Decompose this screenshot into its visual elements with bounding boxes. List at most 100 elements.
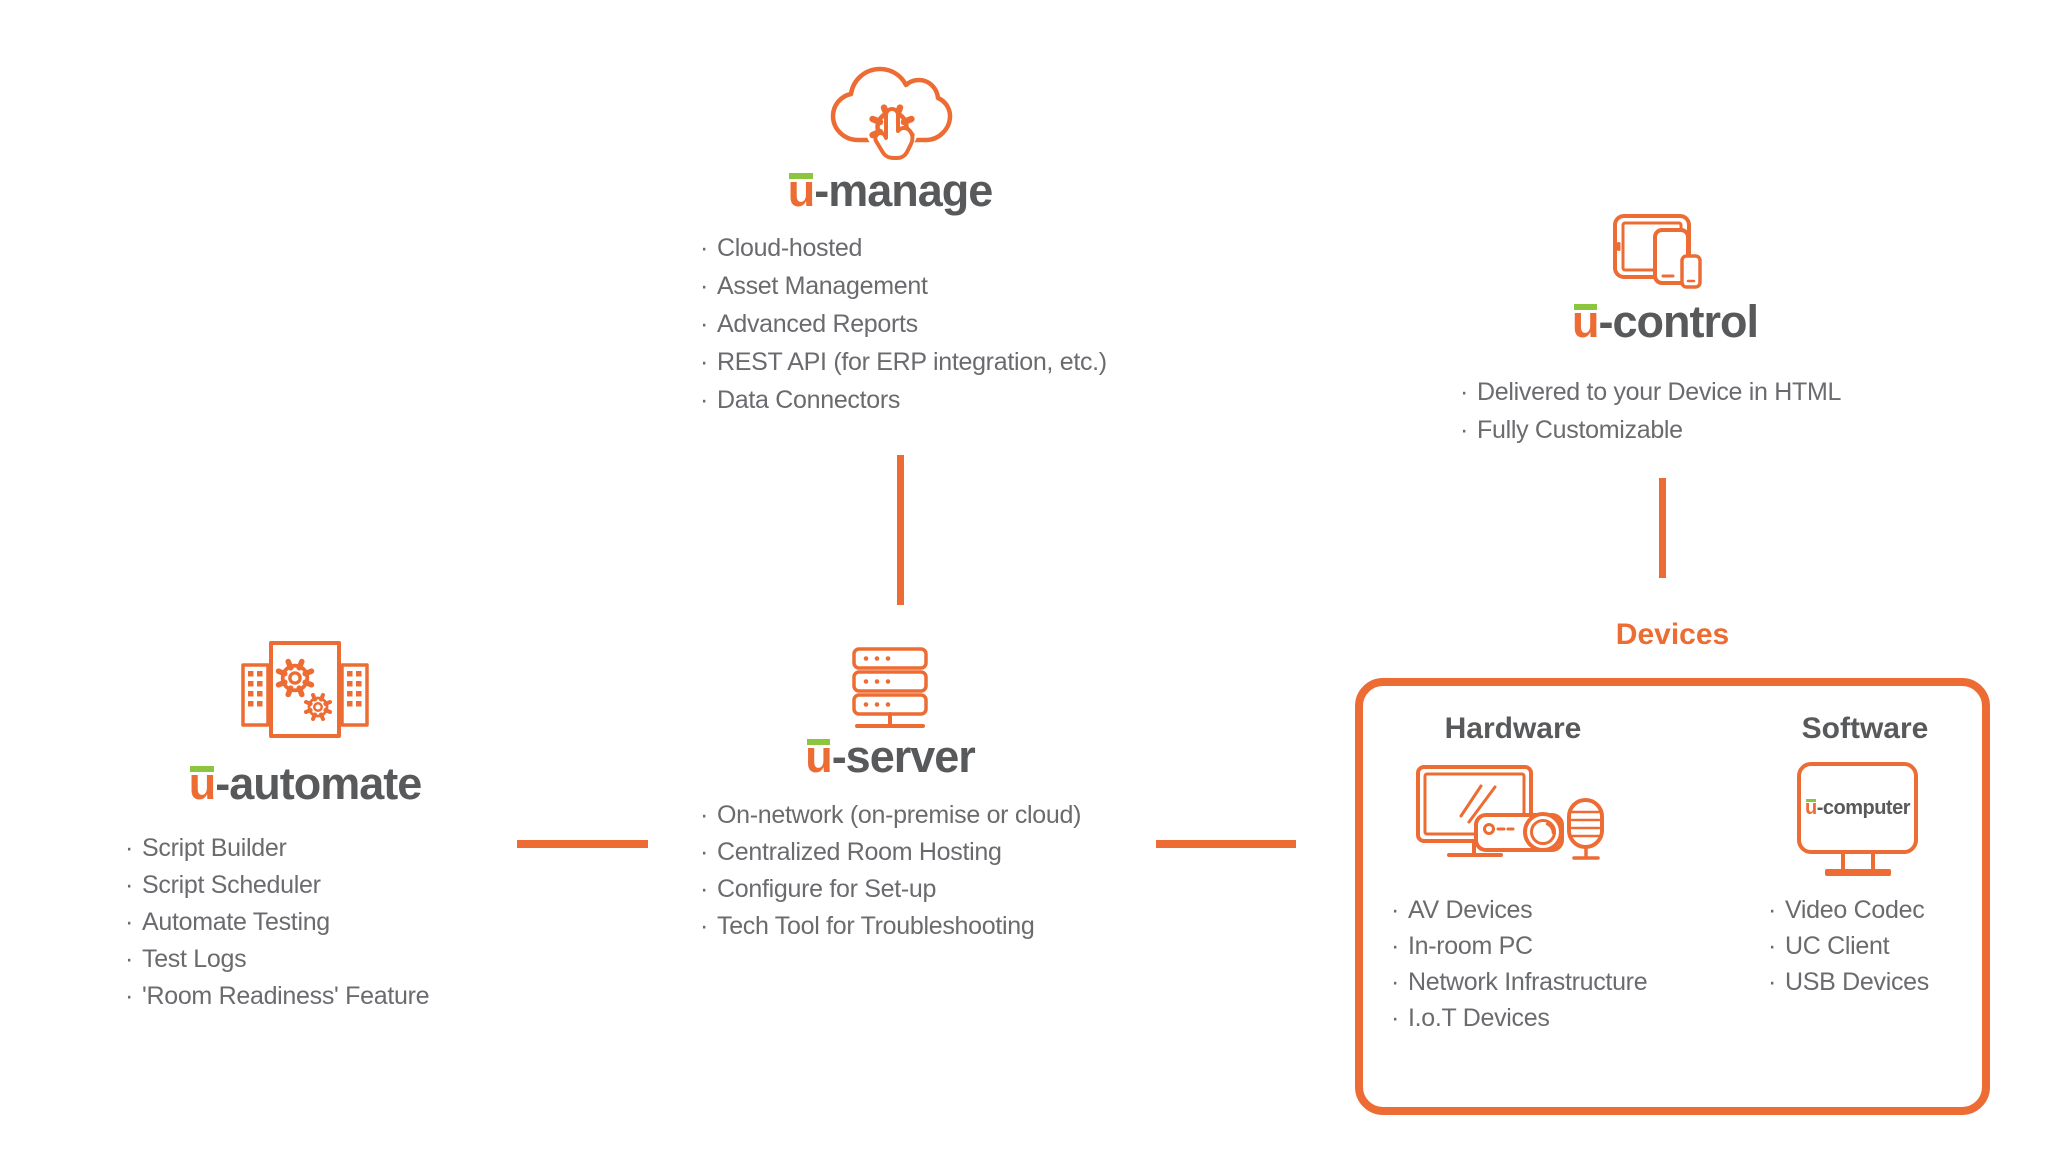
- bullet-dot: ·: [700, 386, 709, 414]
- list-item-text: REST API (for ERP integration, etc.): [717, 348, 1107, 376]
- cloud-tap-gear-icon: [825, 57, 955, 167]
- node-title-text: -automate: [215, 758, 422, 809]
- list-item: · Centralized Room Hosting: [700, 834, 1081, 871]
- list-item: · I.o.T Devices: [1391, 1000, 1647, 1036]
- server-rack-icon: [850, 647, 930, 732]
- list-item-text: In-room PC: [1408, 932, 1533, 960]
- connector-automate-server: [517, 840, 648, 848]
- list-item-text: I.o.T Devices: [1408, 1004, 1550, 1032]
- list-item: · 'Room Readiness' Feature: [125, 978, 430, 1015]
- bullet-dot: ·: [1391, 1004, 1400, 1032]
- list-item-text: Tech Tool for Troubleshooting: [717, 912, 1035, 940]
- node-title-u-automate: u-automate: [60, 758, 550, 809]
- bullet-dot: ·: [700, 875, 709, 903]
- monitor-stand-neck: [1841, 854, 1875, 869]
- devices-box: Hardware Software u-computer: [1355, 678, 1990, 1115]
- u-automate-feature-list: · Script Builder · Script Scheduler ·Automat…: [125, 830, 430, 1015]
- list-item-text: Data Connectors: [717, 386, 901, 414]
- connector-server-devices: [1156, 840, 1296, 848]
- node-u-manage: u-manage ·Cloud-hosted·Asset Management·…: [620, 55, 1160, 435]
- bullet-dot: ·: [125, 871, 134, 899]
- list-item: · Delivered to your Device in HTML: [1460, 373, 1841, 411]
- list-item: ·Cloud-hosted: [700, 229, 1107, 267]
- node-u-server: u-server · On-network (on-premise or clou…: [620, 645, 1160, 965]
- u-manage-feature-list: ·Cloud-hosted·Asset Management·Advanced …: [700, 229, 1107, 419]
- list-item: · USB Devices: [1768, 964, 1929, 1000]
- list-item: · AV Devices: [1391, 892, 1647, 928]
- list-item-text: On-network (on-premise or cloud): [717, 801, 1082, 829]
- list-item: · Video Codec: [1768, 892, 1929, 928]
- node-title-text: -control: [1598, 296, 1759, 347]
- brand-u-glyph: u: [1572, 296, 1599, 347]
- list-item-text: Script Builder: [142, 834, 287, 862]
- node-title-u-control: u-control: [1430, 296, 1900, 347]
- list-item-text: Advanced Reports: [717, 310, 918, 338]
- list-item-text: Centralized Room Hosting: [717, 838, 1002, 866]
- list-item: · Advanced Reports: [700, 305, 1107, 343]
- bullet-dot: ·: [1768, 896, 1777, 924]
- brand-u-glyph: u: [188, 758, 216, 809]
- brand-u-glyph: u: [787, 165, 815, 216]
- bullet-dot: ·: [700, 310, 709, 338]
- list-item-text: 'Room Readiness' Feature: [142, 982, 430, 1010]
- bullet-dot: ·: [700, 348, 709, 376]
- u-control-feature-list: · Delivered to your Device in HTML · Fully …: [1460, 373, 1841, 449]
- u-computer-label-text: -computer: [1816, 796, 1911, 819]
- list-item: ·Network Infrastructure: [1391, 964, 1648, 1000]
- bullet-dot: ·: [700, 234, 709, 262]
- list-item-text: Script Scheduler: [142, 871, 321, 899]
- list-item: · Script Builder: [125, 830, 429, 867]
- bullet-dot: ·: [1391, 896, 1400, 924]
- bullet-dot: ·: [1768, 968, 1777, 996]
- list-item: · REST API (for ERP integration, etc.): [700, 343, 1107, 381]
- tablets-phone-icon: [1613, 209, 1713, 304]
- connector-manage-server: [897, 455, 904, 605]
- bullet-dot: ·: [700, 912, 709, 940]
- bullet-dot: ·: [125, 908, 134, 936]
- list-item: · Script Scheduler: [125, 867, 429, 904]
- list-item: ·UC Client: [1768, 928, 1929, 964]
- list-item-text: Asset Management: [717, 272, 928, 300]
- list-item: · Asset Management: [700, 267, 1107, 305]
- bullet-dot: ·: [1391, 932, 1400, 960]
- list-item: · In-room PC: [1391, 928, 1647, 964]
- node-title-u-server: u-server: [620, 731, 1160, 782]
- bullet-dot: ·: [700, 801, 709, 829]
- software-column-title: Software: [1801, 712, 1929, 745]
- node-title-u-manage: u-manage: [620, 165, 1160, 216]
- list-item: · On-network (on-premise or cloud): [700, 797, 1081, 834]
- list-item: · Test Logs: [125, 941, 429, 978]
- node-u-control: u-control · Delivered to your Device in H…: [1430, 205, 1900, 465]
- bullet-dot: ·: [1460, 378, 1469, 406]
- list-item-text: USB Devices: [1785, 968, 1929, 996]
- hardware-column-title: Hardware: [1444, 712, 1582, 745]
- bullet-dot: ·: [1460, 416, 1469, 444]
- node-title-text: -server: [831, 731, 976, 782]
- node-title-text: -manage: [814, 165, 993, 216]
- devices-label: Devices: [1615, 618, 1730, 651]
- list-item-text: AV Devices: [1408, 896, 1533, 924]
- list-item-text: Network Infrastructure: [1408, 968, 1648, 996]
- list-item: · Tech Tool for Troubleshooting: [700, 908, 1081, 945]
- bullet-dot: ·: [700, 272, 709, 300]
- list-item-text: Delivered to your Device in HTML: [1477, 378, 1842, 406]
- list-item-text: Fully Customizable: [1477, 416, 1683, 444]
- u-computer-label: u-computer: [1804, 796, 1911, 820]
- u-server-feature-list: · On-network (on-premise or cloud) · Centra…: [700, 797, 1081, 945]
- bullet-dot: ·: [1768, 932, 1777, 960]
- brand-u-glyph: u: [805, 731, 832, 782]
- list-item-text: Video Codec: [1785, 896, 1925, 924]
- bullet-dot: ·: [125, 982, 134, 1010]
- list-item: · Configure for Set-up: [700, 871, 1081, 908]
- brand-u-glyph: u: [1804, 796, 1817, 819]
- bullet-dot: ·: [125, 834, 134, 862]
- connector-control-devices: [1659, 478, 1666, 578]
- bullet-dot: ·: [125, 945, 134, 973]
- script-gears-icon: [237, 640, 373, 750]
- list-item-text: Test Logs: [142, 945, 247, 973]
- bullet-dot: ·: [700, 838, 709, 866]
- list-item-text: Configure for Set-up: [717, 875, 937, 903]
- list-item: ·Automate Testing: [125, 904, 429, 941]
- monitor-stand-base: [1825, 869, 1891, 876]
